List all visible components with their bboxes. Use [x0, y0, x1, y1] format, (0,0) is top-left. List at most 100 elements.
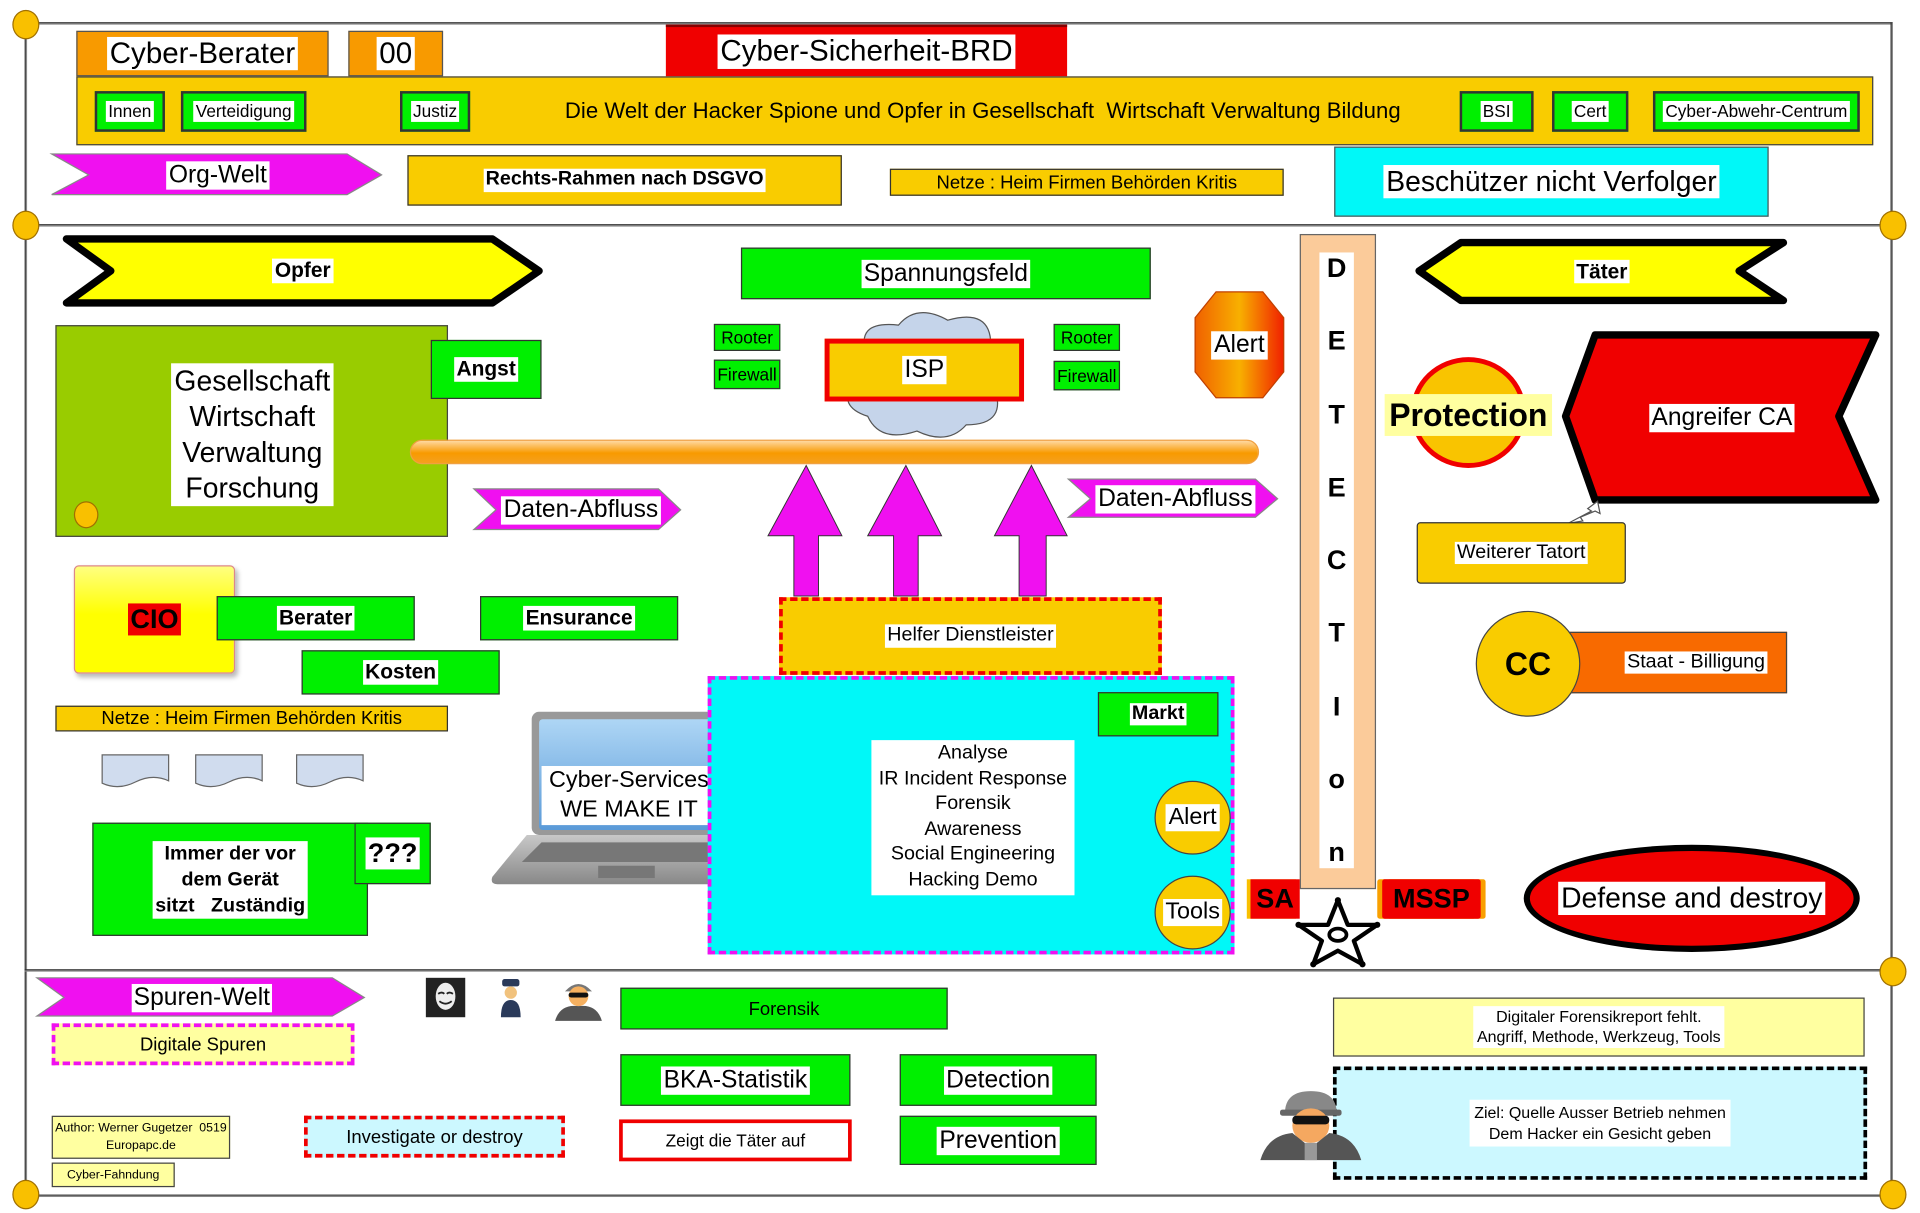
- connector-dot[interactable]: [12, 1179, 40, 1210]
- mssp-badge[interactable]: MSSP: [1382, 879, 1481, 919]
- services-list: Analyse IR Incident Response Forensik Aw…: [871, 740, 1075, 895]
- up-arrow-icon: [866, 464, 943, 597]
- firewall-left-box[interactable]: Firewall: [713, 359, 781, 390]
- tag-cyber-abwehr-centrum[interactable]: Cyber-Abwehr-Centrum: [1652, 91, 1860, 132]
- investigate-label: Investigate or destroy: [346, 1126, 523, 1148]
- sector-item: Forschung: [185, 471, 320, 504]
- isp-box[interactable]: ISP: [824, 338, 1025, 402]
- detection-column[interactable]: D E T E C T I o n: [1299, 233, 1377, 890]
- defense-label: Defense and destroy: [1558, 882, 1825, 915]
- laptop-keyboard: [521, 842, 732, 863]
- markt-box[interactable]: Markt: [1097, 692, 1219, 737]
- service-item: Social Engineering: [890, 844, 1056, 865]
- spannungsfeld-box[interactable]: Spannungsfeld: [740, 247, 1151, 300]
- tag-innen[interactable]: Innen: [94, 91, 165, 132]
- title-box[interactable]: Cyber-Sicherheit-BRD: [665, 24, 1068, 77]
- prevention-box[interactable]: Prevention: [899, 1115, 1097, 1165]
- netze-top-label: Netze : Heim Firmen Behörden Kritis: [936, 171, 1238, 193]
- alert-top-wrap: Alert: [1194, 291, 1285, 399]
- frame-top-line: [24, 22, 1893, 25]
- rooter-right-label: Rooter: [1060, 327, 1113, 348]
- detection-letters: D E T E C T I o n: [1319, 252, 1354, 869]
- question-box[interactable]: ???: [354, 822, 431, 885]
- angst-box[interactable]: Angst: [430, 339, 542, 400]
- org-welt-label-wrap: Org-Welt: [52, 154, 384, 196]
- tools-label: Tools: [1162, 899, 1223, 926]
- code-box[interactable]: 00: [348, 30, 444, 77]
- tag-justiz[interactable]: Justiz: [400, 91, 471, 132]
- ziel-box[interactable]: Ziel: Quelle Ausser Betrieb nehmen Dem H…: [1332, 1066, 1868, 1180]
- detection-letter: D: [1326, 252, 1347, 284]
- sector-item: Verwaltung: [182, 435, 323, 468]
- tag-bsi[interactable]: BSI: [1459, 91, 1534, 132]
- opfer-label-wrap: Opfer: [62, 234, 544, 308]
- service-item: Hacking Demo: [908, 869, 1038, 891]
- connector-dot[interactable]: [1879, 1179, 1907, 1210]
- firewall-right-box[interactable]: Firewall: [1053, 360, 1121, 391]
- tag-label: Verteidigung: [193, 101, 295, 122]
- weiterer-tatort-box[interactable]: Weiterer Tatort: [1416, 522, 1626, 584]
- bka-statistik-box[interactable]: BKA-Statistik: [620, 1054, 851, 1106]
- cc-circle[interactable]: CC: [1475, 610, 1581, 717]
- kosten-box[interactable]: Kosten: [301, 650, 500, 695]
- sectors-box[interactable]: Gesellschaft Wirtschaft Verwaltung Forsc…: [55, 325, 449, 537]
- helfer-box[interactable]: Helfer Dienstleister: [779, 597, 1162, 675]
- rooter-left-box[interactable]: Rooter: [713, 323, 781, 351]
- sa-badge[interactable]: SA: [1250, 879, 1300, 919]
- report-line: Angriff, Methode, Werkzeug, Tools: [1476, 1027, 1721, 1046]
- beschuetzer-box[interactable]: Beschützer nicht Verfolger: [1334, 146, 1769, 217]
- author-line: Author: Werner Gugetzer 0519: [55, 1121, 227, 1136]
- digitale-spuren-box[interactable]: Digitale Spuren: [51, 1023, 355, 1066]
- detection-letter: E: [1327, 471, 1346, 503]
- frame-right-line: [1890, 22, 1893, 1199]
- berater-box[interactable]: Berater: [216, 596, 415, 641]
- bka-statistik-label: BKA-Statistik: [661, 1065, 810, 1095]
- netze-top-box[interactable]: Netze : Heim Firmen Behörden Kritis: [889, 168, 1284, 196]
- detection-box[interactable]: Detection: [899, 1054, 1097, 1106]
- immer-text: Immer der vor dem Gerät sitzt Zuständig: [152, 840, 308, 919]
- angreifer-label: Angreifer CA: [1648, 403, 1795, 432]
- tag-label: Cert: [1571, 101, 1609, 122]
- connector-dot[interactable]: [12, 9, 40, 40]
- connector-dot[interactable]: [1879, 956, 1907, 987]
- zeigt-label: Zeigt die Täter auf: [665, 1130, 806, 1151]
- connector-dot[interactable]: [12, 210, 40, 241]
- cyber-berater-box[interactable]: Cyber-Berater: [76, 30, 329, 77]
- forensikreport-box[interactable]: Digitaler Forensikreport fehlt. Angriff,…: [1332, 997, 1865, 1057]
- protection-label: Protection: [1389, 395, 1548, 433]
- alert-circle-label: Alert: [1166, 804, 1220, 832]
- taeter-label-wrap: Täter: [1414, 238, 1789, 306]
- tag-cert[interactable]: Cert: [1552, 91, 1629, 132]
- connector-dot[interactable]: [73, 501, 99, 529]
- page-title: Cyber-Sicherheit-BRD: [717, 34, 1016, 69]
- rechts-rahmen-box[interactable]: Rechts-Rahmen nach DSGVO: [407, 155, 842, 206]
- connector-dot[interactable]: [1879, 210, 1907, 241]
- isp-label: ISP: [902, 355, 947, 385]
- tools-circle[interactable]: Tools: [1154, 875, 1231, 950]
- service-item: Forensik: [935, 793, 1011, 815]
- tag-verteidigung[interactable]: Verteidigung: [180, 91, 307, 132]
- alert-circle[interactable]: Alert: [1154, 780, 1231, 855]
- cyber-berater-label: Cyber-Berater: [107, 36, 298, 71]
- sa-label: SA: [1256, 882, 1294, 914]
- forensik-box[interactable]: Forensik: [620, 987, 948, 1030]
- investigate-box[interactable]: Investigate or destroy: [304, 1115, 565, 1158]
- ziel-text: Ziel: Quelle Ausser Betrieb nehmen Dem H…: [1469, 1099, 1731, 1147]
- kosten-label: Kosten: [362, 660, 439, 685]
- cyber-fahndung-box[interactable]: Cyber-Fahndung: [51, 1162, 175, 1188]
- cyber-services-market-box[interactable]: Markt Analyse IR Incident Response Foren…: [707, 676, 1235, 955]
- ziel-line: Dem Hacker ein Gesicht geben: [1488, 1124, 1712, 1143]
- cio-box[interactable]: CIO: [73, 565, 236, 674]
- rechts-rahmen-label: Rechts-Rahmen nach DSGVO: [483, 169, 767, 192]
- defense-ellipse[interactable]: Defense and destroy: [1523, 844, 1860, 952]
- ensurance-box[interactable]: Ensurance: [480, 596, 679, 641]
- zeigt-box[interactable]: Zeigt die Täter auf: [619, 1119, 852, 1162]
- upload-arrows: [767, 464, 1068, 597]
- alert-top-label: Alert: [1211, 330, 1268, 359]
- immer-box[interactable]: Immer der vor dem Gerät sitzt Zuständig: [92, 822, 369, 936]
- staat-box[interactable]: Staat - Billigung: [1568, 631, 1788, 694]
- markt-label: Markt: [1129, 702, 1187, 726]
- header-banner: Innen Verteidigung Justiz Die Welt der H…: [76, 76, 1874, 146]
- netze-left-box[interactable]: Netze : Heim Firmen Behörden Kritis: [55, 705, 449, 732]
- rooter-right-box[interactable]: Rooter: [1053, 323, 1121, 351]
